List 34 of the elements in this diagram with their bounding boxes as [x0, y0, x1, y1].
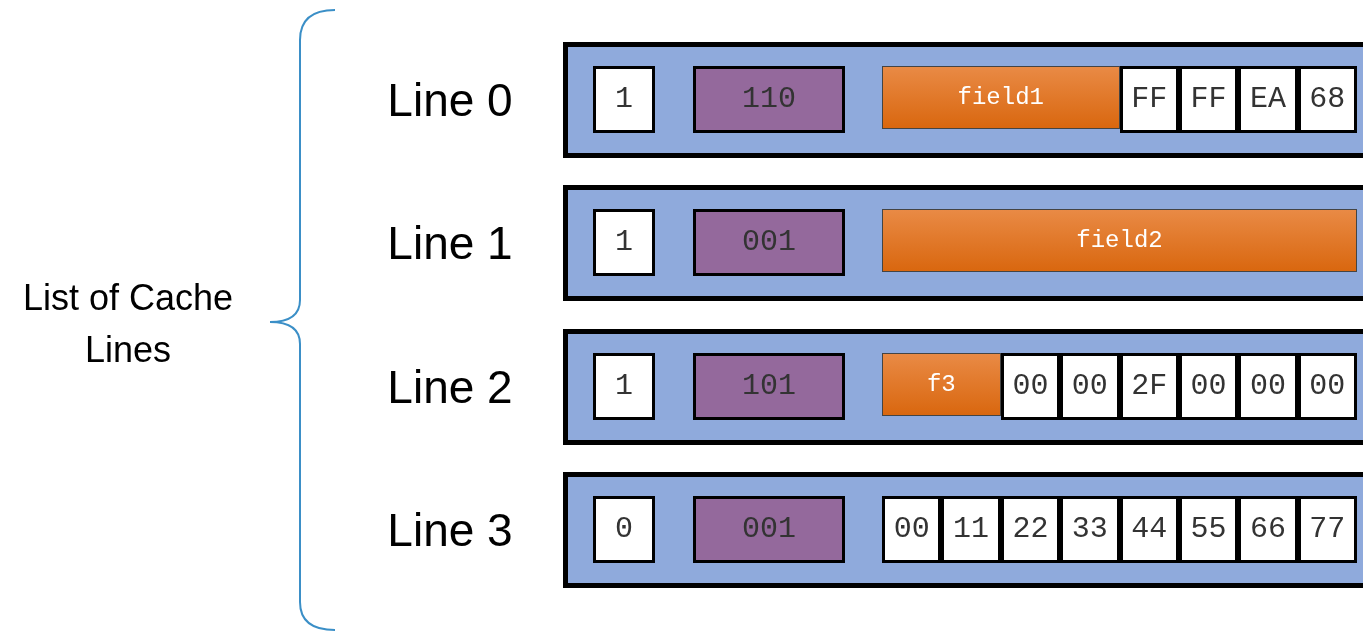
data-byte-box: 22: [1000, 496, 1061, 563]
valid-bit-box: 1: [593, 66, 655, 133]
data-byte-box: 2F: [1119, 353, 1179, 420]
data-byte-box: FF: [1178, 66, 1239, 133]
data-byte-box: 00: [882, 496, 942, 563]
line-label: Line 2: [386, 360, 514, 415]
data-field-box: field2: [882, 209, 1357, 272]
data-byte-box: 44: [1119, 496, 1179, 563]
tag-box: 001: [693, 496, 845, 563]
tag-box: 110: [693, 66, 845, 133]
data-field-box: field1: [882, 66, 1120, 129]
data-field-box: f3: [882, 353, 1001, 416]
line-label: Line 0: [386, 73, 514, 128]
brace-label: List of Cache Lines: [21, 276, 235, 372]
data-byte-box: 00: [1178, 353, 1239, 420]
data-byte-box: 11: [941, 496, 1001, 563]
valid-bit-box: 1: [593, 209, 655, 276]
data-byte-box: 00: [1238, 353, 1298, 420]
tag-box: 101: [693, 353, 845, 420]
valid-bit-box: 0: [593, 496, 655, 563]
data-byte-box: EA: [1238, 66, 1298, 133]
data-byte-box: 77: [1297, 496, 1357, 563]
valid-bit-box: 1: [593, 353, 655, 420]
data-byte-box: 00: [1297, 353, 1357, 420]
data-byte-box: 00: [1000, 353, 1061, 420]
data-byte-box: 66: [1238, 496, 1298, 563]
line-label: Line 1: [386, 216, 514, 271]
tag-box: 001: [693, 209, 845, 276]
data-byte-box: 55: [1178, 496, 1239, 563]
line-label: Line 3: [386, 503, 514, 558]
data-byte-box: 00: [1060, 353, 1120, 420]
data-byte-box: 68: [1297, 66, 1357, 133]
data-byte-box: 33: [1060, 496, 1120, 563]
data-byte-box: FF: [1119, 66, 1179, 133]
